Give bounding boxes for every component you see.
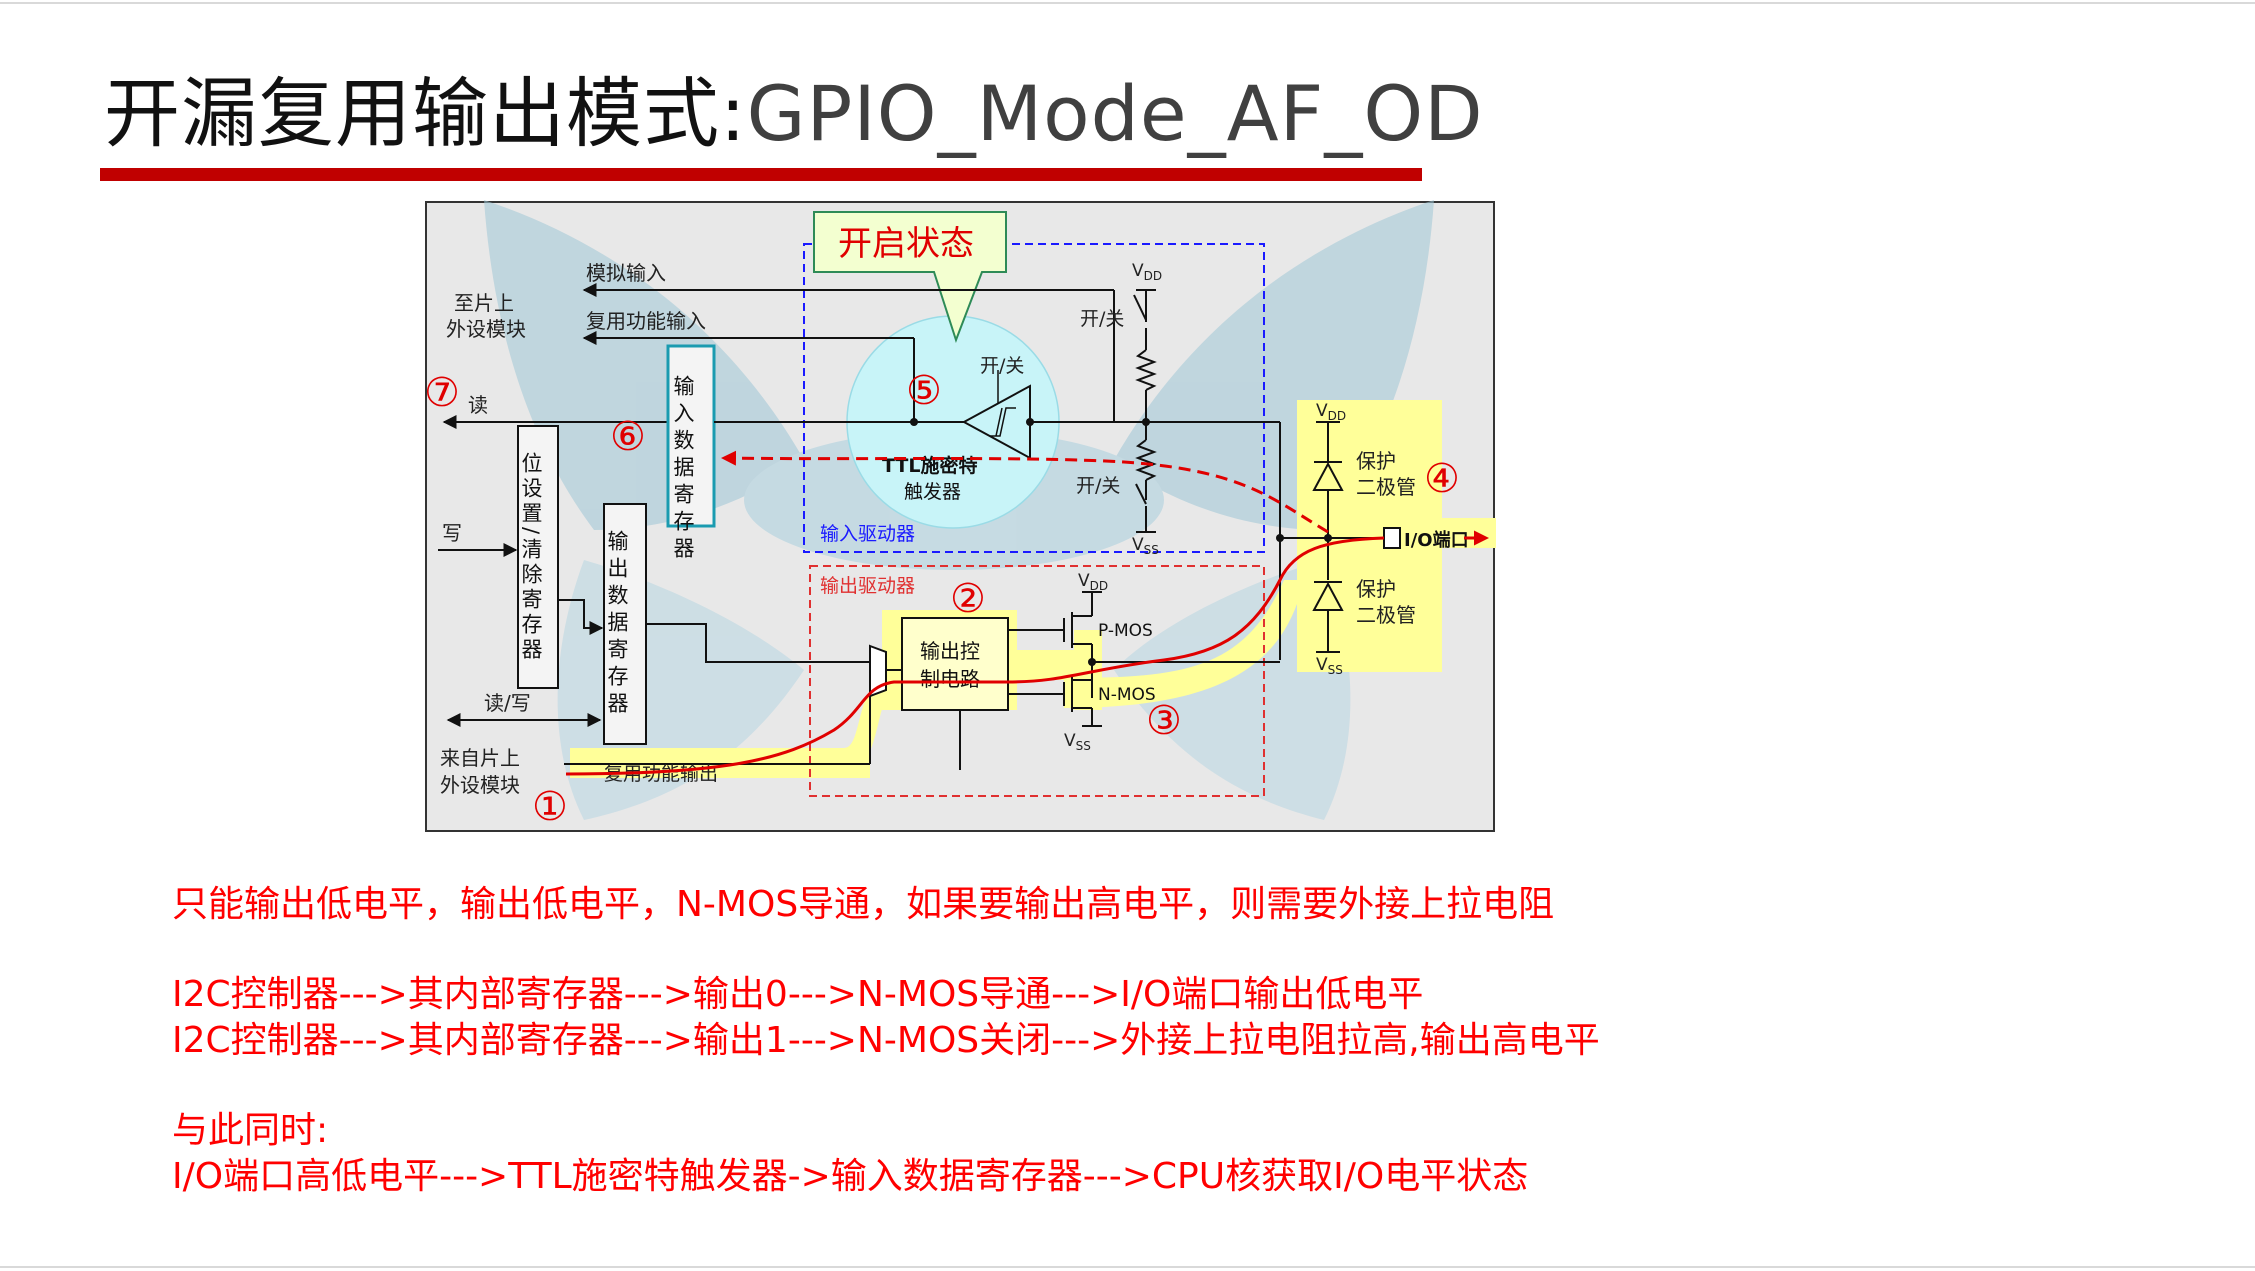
protect-top-label-1: 保护 (1356, 449, 1396, 473)
title-underline (100, 168, 1422, 181)
io-port-label: I/O端口 (1404, 530, 1469, 551)
vdd-mos-label: VDD (1078, 571, 1108, 593)
marker-6: ⑥ (610, 414, 646, 460)
title-english: GPIO_Mode_AF_OD (746, 69, 1484, 158)
output-mux (869, 644, 887, 698)
from-peripheral-label-1: 来自片上 (440, 746, 520, 770)
vss-diode-label: VSS (1316, 655, 1343, 677)
bit-set-reset-register-label: 位设置/清除寄存器 (519, 452, 543, 663)
bottom-divider (0, 1266, 2255, 1268)
output-data-register (603, 503, 647, 745)
watermark-butterfly (484, 200, 1434, 820)
protect-bottom-label-2: 二极管 (1356, 603, 1416, 627)
protection-diodes (1312, 421, 1344, 653)
read-write-label: 读/写 (484, 691, 531, 715)
input-driver-label: 输入驱动器 (820, 523, 915, 545)
note-line-2: I2C控制器--->其内部寄存器--->输出0--->N-MOS导通--->I/… (172, 974, 1424, 1015)
top-divider (0, 2, 2255, 4)
notes: 只能输出低电平，输出低电平，N-MOS导通，如果要输出高电平，则需要外接上拉电阻… (172, 882, 1872, 1200)
mos-transistors (1008, 591, 1280, 727)
output-control-label-1: 输出控 (920, 639, 980, 663)
marker-5: ⑤ (906, 368, 942, 414)
vdd-top-label: VDD (1132, 261, 1162, 283)
output-signal-path (565, 536, 1385, 776)
schmitt-trigger (914, 370, 1154, 460)
note-line-5: I/O端口高低电平--->TTL施密特触发器->输入数据寄存器--->CPU核获… (172, 1156, 1529, 1197)
input-data-register-label: 输入数据寄存器 (671, 375, 695, 564)
onoff-bottom-label: 开/关 (1076, 475, 1120, 497)
input-driver-box (803, 243, 1265, 553)
step-markers: ① ② ③ ④ ⑤ ⑥ ⑦ (424, 368, 1460, 830)
callout-text: 开启状态 (838, 224, 974, 264)
write-label: 写 (442, 521, 462, 545)
to-peripheral-label-1: 至片上 (454, 291, 514, 315)
note-line-1: 只能输出低电平，输出低电平，N-MOS导通，如果要输出高电平，则需要外接上拉电阻 (172, 884, 1555, 925)
from-peripheral-label-2: 外设模块 (440, 773, 520, 797)
onoff-top-label: 开/关 (1080, 308, 1124, 330)
slide-title: 开漏复用输出模式:GPIO_Mode_AF_OD (104, 66, 1484, 162)
marker-7: ⑦ (424, 370, 460, 416)
pmos-label: P-MOS (1098, 621, 1153, 641)
note-line-4: 与此同时: (172, 1110, 329, 1151)
callout: 开启状态 (813, 211, 1007, 344)
input-signal-path (721, 450, 1329, 534)
vss-mos-label: VSS (1064, 731, 1091, 753)
nmos-label: N-MOS (1098, 685, 1156, 705)
input-data-register (666, 344, 716, 528)
marker-2: ② (950, 576, 986, 622)
protect-bottom-label-1: 保护 (1356, 577, 1396, 601)
title-chinese: 开漏复用输出模式: (104, 69, 747, 158)
bit-set-reset-register (517, 425, 559, 689)
marker-3: ③ (1146, 698, 1182, 744)
io-port-pad (1383, 527, 1401, 549)
output-data-register-label: 输出数据寄存器 (605, 530, 629, 719)
read-label: 读 (468, 393, 488, 417)
gpio-circuit-diagram: 输入驱动器 输出驱动器 开启状态 至片上 外设模块 模拟输入 复用功能输入 读 … (424, 200, 1496, 833)
protect-top-label-2: 二极管 (1356, 475, 1416, 499)
vdd-diode-label: VDD (1316, 401, 1346, 423)
vss-top-label: VSS (1132, 535, 1159, 557)
to-peripheral-label-2: 外设模块 (446, 317, 526, 341)
marker-4: ④ (1424, 456, 1460, 502)
marker-1: ① (532, 784, 568, 830)
ttl-label-2: 触发器 (904, 481, 961, 503)
analog-input-label: 模拟输入 (586, 261, 666, 285)
trigger-onoff-label: 开/关 (980, 355, 1024, 377)
pull-resistors (1133, 289, 1157, 533)
output-driver-label: 输出驱动器 (820, 575, 915, 597)
output-control-circuit (901, 617, 1009, 711)
af-input-label: 复用功能输入 (586, 309, 706, 333)
output-driver-box (809, 565, 1265, 797)
output-control-label-2: 制电路 (920, 667, 980, 691)
note-line-3: I2C控制器--->其内部寄存器--->输出1--->N-MOS关闭--->外接… (172, 1020, 1600, 1061)
